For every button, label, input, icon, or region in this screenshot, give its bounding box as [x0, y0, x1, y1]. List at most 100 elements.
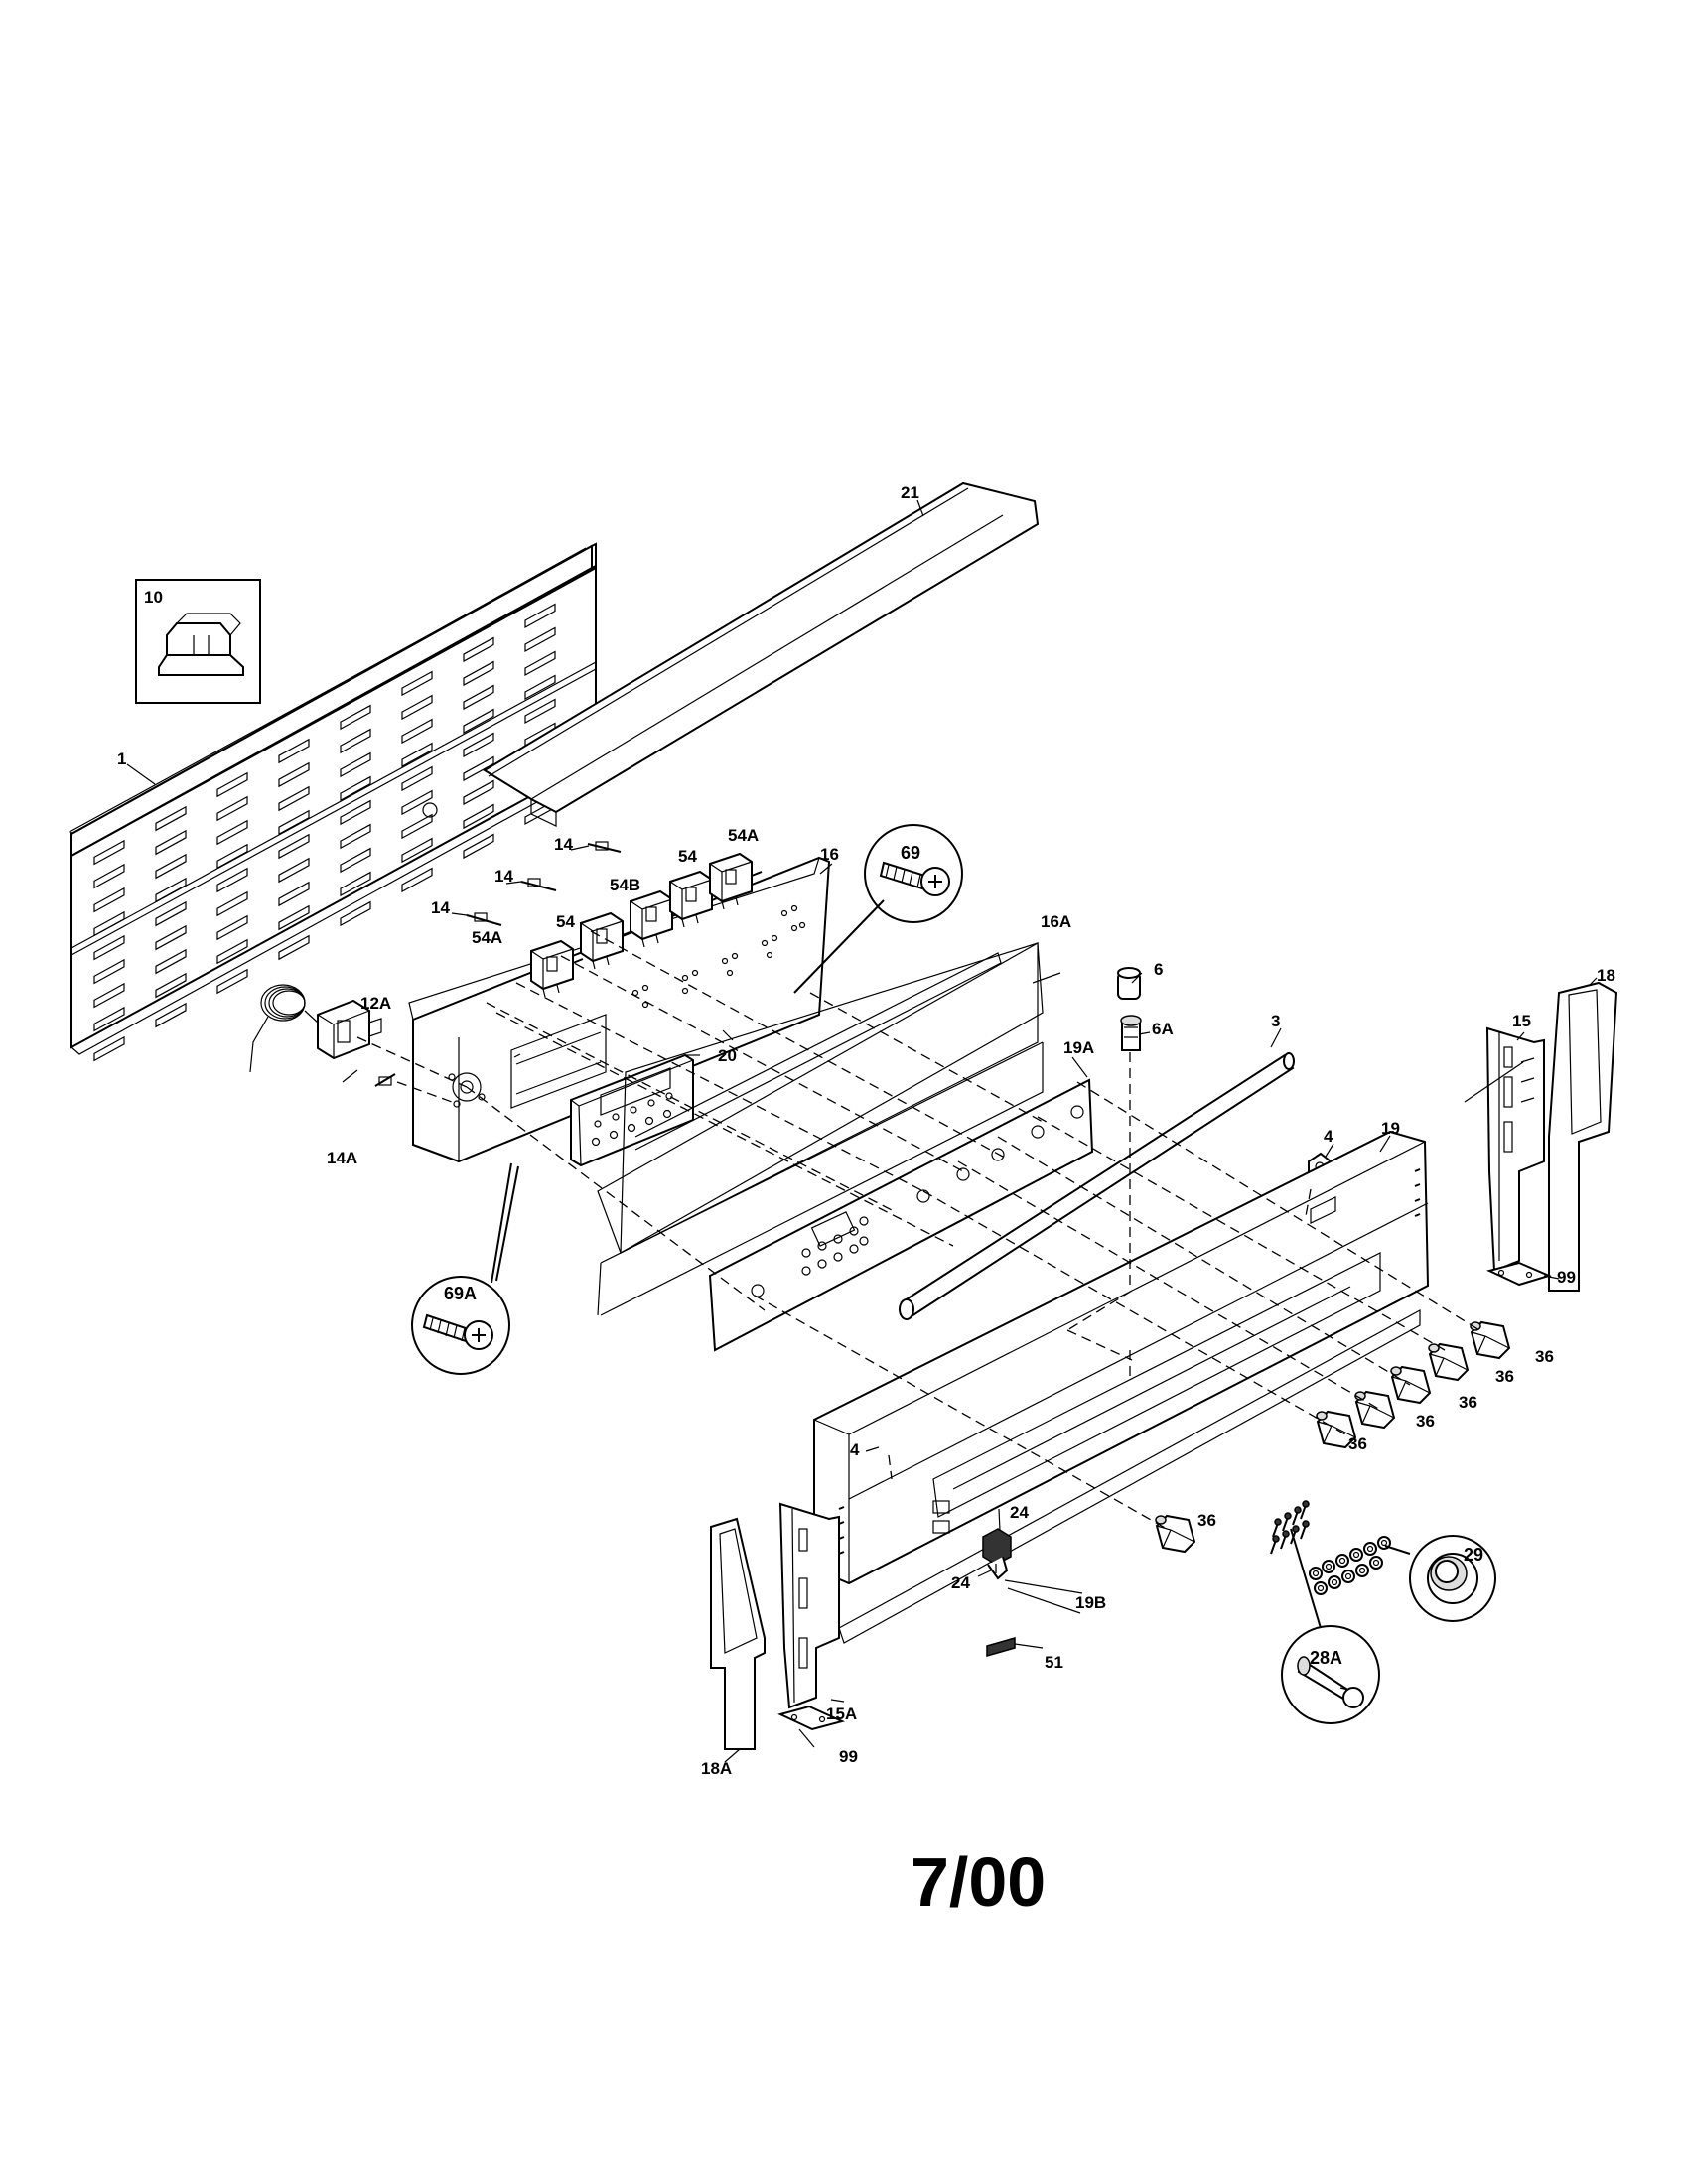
vent-slot [340, 728, 371, 754]
part-15a-end-bracket [778, 1502, 840, 1709]
vent-slot [401, 694, 433, 721]
clock-button [647, 1099, 655, 1107]
clock-button [644, 1116, 654, 1126]
part-15-end-bracket [1485, 1026, 1545, 1273]
part-18-side-trim [1548, 981, 1618, 1292]
clock-button [612, 1113, 620, 1121]
label-16a: 16A [1041, 912, 1071, 931]
alignment-lines [356, 930, 1480, 1578]
infinite-switch [709, 852, 763, 910]
overlay-button [817, 1259, 827, 1269]
infinite-switch [580, 911, 633, 970]
bracket-dots [632, 904, 806, 1009]
nut [1341, 1570, 1355, 1583]
vent-slot [93, 1006, 125, 1032]
label-54-top: 54 [678, 847, 697, 866]
label-14-mid: 14 [494, 867, 513, 886]
nut [1314, 1581, 1328, 1595]
nut-hole [1312, 1570, 1320, 1577]
overlay-hole [1070, 1105, 1084, 1119]
clock-button [594, 1120, 602, 1128]
nut [1328, 1575, 1341, 1589]
part-18a-side-trim [710, 1517, 766, 1750]
clock-button [662, 1109, 672, 1119]
label-20: 20 [718, 1046, 737, 1065]
vent-slot [155, 853, 187, 880]
vent-slot [216, 968, 248, 995]
label-36-a: 36 [1535, 1347, 1554, 1366]
label-15: 15 [1512, 1012, 1531, 1030]
vent-slot [463, 779, 494, 806]
screw [1300, 1520, 1310, 1540]
nut [1369, 1556, 1383, 1570]
control-knob [1390, 1365, 1432, 1405]
part-99-foot-left [777, 1705, 845, 1731]
overlay-hole [1031, 1125, 1045, 1139]
nut-hole [1358, 1567, 1366, 1574]
vent-slot [216, 914, 248, 941]
part-29-detail [1409, 1535, 1496, 1622]
vent-slot [401, 765, 433, 792]
vent-slot [278, 857, 310, 884]
vent-slot [93, 910, 125, 937]
label-18: 18 [1597, 966, 1615, 985]
vent-slot [401, 789, 433, 816]
label-69: 69 [901, 843, 920, 863]
vent-slot [401, 670, 433, 697]
overlay-button [859, 1216, 869, 1226]
overlay-button [833, 1252, 843, 1262]
vent-slot [155, 948, 187, 975]
overlay-button [817, 1241, 827, 1251]
revision-date: 7/00 [911, 1843, 1046, 1921]
part-1-rear-panel [69, 542, 603, 1062]
label-15a: 15A [826, 1705, 857, 1723]
clock-button [630, 1106, 637, 1114]
label-36-d: 36 [1416, 1412, 1435, 1431]
overlay-button [833, 1234, 843, 1244]
nut [1309, 1567, 1323, 1580]
label-21: 21 [901, 483, 919, 502]
vent-slot [401, 837, 433, 864]
vent-slot [216, 795, 248, 822]
infinite-switch [530, 939, 584, 998]
clock-button [609, 1130, 619, 1140]
bracket-hole [798, 921, 806, 929]
infinite-switches [530, 852, 763, 998]
bracket-hole [731, 952, 739, 960]
label-24-top: 24 [1010, 1503, 1029, 1522]
part-69-detail [864, 824, 963, 923]
overlay-button [801, 1248, 811, 1258]
part-24-valve [982, 1528, 1012, 1580]
label-10: 10 [144, 588, 163, 607]
vent-slot [93, 958, 125, 985]
control-knob [1470, 1320, 1511, 1360]
vent-slot [216, 890, 248, 917]
vent-slot [401, 742, 433, 768]
screw [1300, 1500, 1310, 1520]
vent-slot [216, 771, 248, 798]
label-14-low: 14 [431, 898, 450, 917]
label-36-f: 36 [1197, 1511, 1216, 1530]
nut-hole [1366, 1545, 1374, 1553]
vent-slot [463, 732, 494, 758]
vent-slot [524, 674, 556, 701]
part-21-trim-strip [483, 481, 1040, 827]
vent-slot [93, 839, 125, 866]
nut-hole [1380, 1539, 1388, 1547]
label-6: 6 [1154, 960, 1163, 979]
bracket-hole [780, 909, 788, 917]
bracket-hole [790, 924, 798, 932]
label-99-left: 99 [839, 1747, 858, 1766]
vent-slot [93, 1035, 125, 1062]
vent-slot [278, 738, 310, 764]
screws-bolts [1270, 1500, 1391, 1595]
vent-slot [340, 871, 371, 897]
bracket-hole [721, 957, 729, 965]
vent-slot [216, 843, 248, 870]
callout-labels: 1 3 4 4 6 6A 10 12A 14 14 14 14A 15 15A … [117, 483, 1615, 1778]
overlay-holes [751, 1105, 1084, 1297]
vent-slot [278, 904, 310, 931]
vent-slot [401, 813, 433, 840]
label-4-bottom: 4 [850, 1440, 860, 1459]
